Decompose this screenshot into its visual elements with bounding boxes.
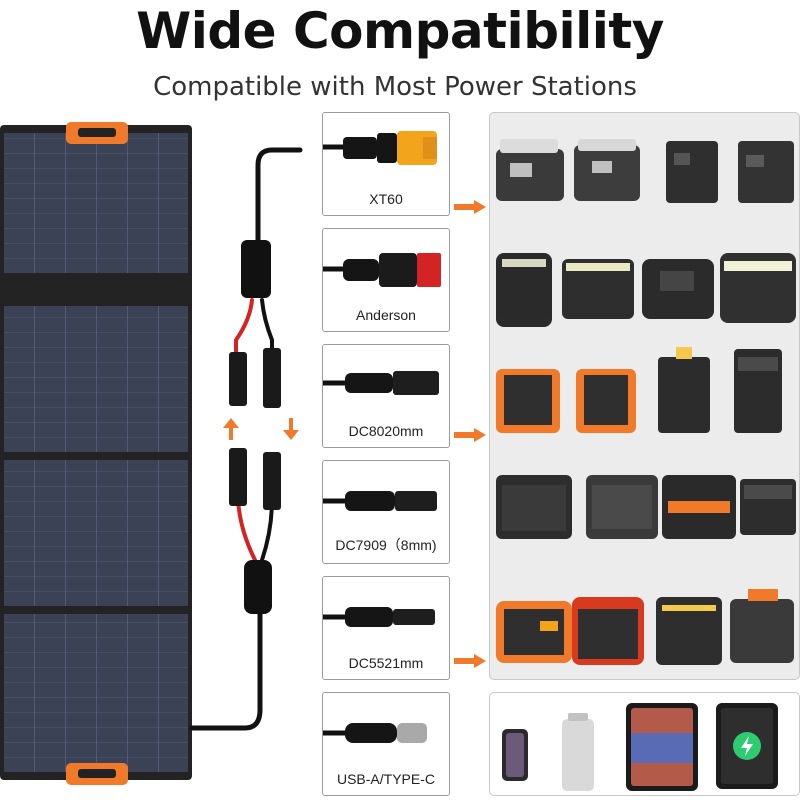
solar-panel-segment — [4, 460, 188, 606]
connector-label: Anderson — [356, 307, 416, 323]
cable-to-connector — [255, 147, 303, 243]
panel-handle-top — [66, 122, 128, 144]
connector-label: XT60 — [369, 191, 403, 207]
connector-usb: USB-A/TYPE-C — [322, 692, 450, 796]
station-row-5 — [496, 589, 794, 665]
device-images — [502, 703, 778, 791]
mc4-connector-icon — [229, 448, 247, 506]
dc-barrel-plug-icon — [323, 371, 439, 395]
cable-red-lead — [236, 498, 257, 562]
power-bank-icon — [562, 713, 594, 791]
anderson-plug-icon — [323, 253, 441, 287]
up-down-arrows-icon — [223, 418, 299, 440]
mc4-connector-icon — [263, 348, 281, 408]
power-station-grid — [489, 112, 800, 680]
connector-xt60: XT60 — [322, 112, 450, 216]
power-station-images — [496, 139, 796, 665]
station-row-1 — [496, 139, 794, 203]
usb-c-plug-icon — [323, 723, 427, 743]
cable-red-lead — [234, 298, 254, 372]
connector-label: DC5521mm — [348, 655, 424, 671]
connector-dc7909: DC7909（8mm) — [322, 460, 450, 564]
page-subtitle: Compatible with Most Power Stations — [153, 72, 637, 102]
station-row-3 — [496, 347, 782, 433]
arrow-right-icon — [454, 200, 486, 214]
cable-to-panel — [189, 597, 263, 731]
arrow-right-icon — [454, 654, 486, 668]
panel-handle-bottom — [66, 763, 128, 785]
solar-panel-segment — [4, 306, 188, 452]
solar-panel-segment — [4, 614, 188, 772]
compatible-devices-box — [489, 692, 800, 796]
wireless-charging-tablet-icon — [716, 703, 778, 789]
connector-label: DC8020mm — [348, 423, 424, 439]
xt60-plug-icon — [323, 131, 437, 165]
dc-barrel-plug-icon — [323, 491, 437, 511]
dc-barrel-plug-icon — [323, 607, 435, 627]
page-title: Wide Compatibility — [136, 2, 664, 60]
connector-label: DC7909（8mm) — [335, 537, 437, 553]
connector-anderson: Anderson — [322, 228, 450, 332]
connector-dc5521: DC5521mm — [322, 576, 450, 680]
solar-panel-segment — [4, 133, 188, 273]
connector-dc8020: DC8020mm — [322, 344, 450, 448]
y-splitter-top — [241, 240, 271, 298]
mc4-connector-icon — [263, 452, 281, 510]
arrow-right-icon — [454, 428, 486, 442]
phone-icon — [502, 729, 528, 781]
connector-label: USB-A/TYPE-C — [336, 771, 435, 787]
y-splitter-bottom — [244, 560, 272, 614]
mc4-connector-icon — [229, 352, 247, 406]
station-row-4 — [496, 475, 796, 539]
solar-panel-image — [0, 122, 192, 785]
cable-black-lead — [260, 298, 274, 362]
station-row-2 — [496, 253, 796, 327]
tablet-icon — [626, 703, 698, 791]
